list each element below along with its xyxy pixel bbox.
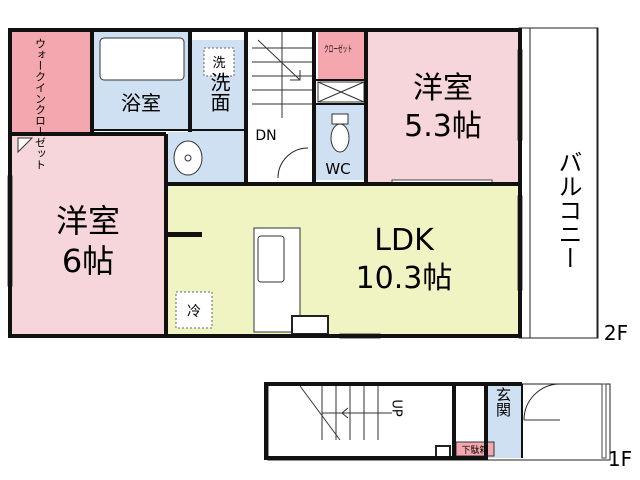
sink-icon xyxy=(173,140,203,176)
toilet-icon xyxy=(330,123,350,153)
western-room-b-size: 6帖 xyxy=(62,242,114,280)
stairs-up-label: UP xyxy=(389,399,404,417)
small-closet xyxy=(318,32,366,80)
floor-1f-label: 1F xyxy=(608,447,632,471)
western-room-a xyxy=(366,32,518,182)
washer-space xyxy=(203,47,235,77)
stairs-icon xyxy=(252,32,312,118)
wc-label: WC xyxy=(325,160,350,178)
walk-in-closet xyxy=(12,32,92,132)
stairs-dn-label: DN xyxy=(255,128,276,144)
bathtub xyxy=(99,37,185,81)
second-floor: バルコニー xyxy=(7,27,628,345)
western-room-b xyxy=(12,134,166,334)
western-room-a-size: 5.3帖 xyxy=(404,109,482,144)
balcony xyxy=(518,27,598,339)
washroom-label: 洗面 xyxy=(207,72,231,112)
floor-2f-label: 2F xyxy=(604,321,628,345)
ldk-size: 10.3帖 xyxy=(356,261,453,296)
fridge-space xyxy=(175,291,213,329)
fridge-label: 冷 xyxy=(187,304,201,320)
shoe-box-label: 下駄箱 xyxy=(461,444,488,456)
washer-label: 洗 xyxy=(212,56,225,71)
stairs-up-icon xyxy=(299,385,392,441)
western-room-a-name: 洋室 xyxy=(413,71,473,106)
first-floor: UP 玄関 下駄箱 1F xyxy=(264,382,632,471)
western-room-b-name: 洋室 xyxy=(56,202,120,240)
small-closet-label: クローゼット xyxy=(324,43,352,55)
bath-label: 浴室 xyxy=(121,91,161,115)
ldk xyxy=(168,184,520,334)
walk-in-closet-label: ウォークインクローゼット xyxy=(34,38,47,170)
stairwell xyxy=(250,32,312,180)
balcony-label: バルコニー xyxy=(554,150,582,270)
ldk-name: LDK xyxy=(374,223,435,258)
entrance-label: 玄関 xyxy=(494,387,512,418)
